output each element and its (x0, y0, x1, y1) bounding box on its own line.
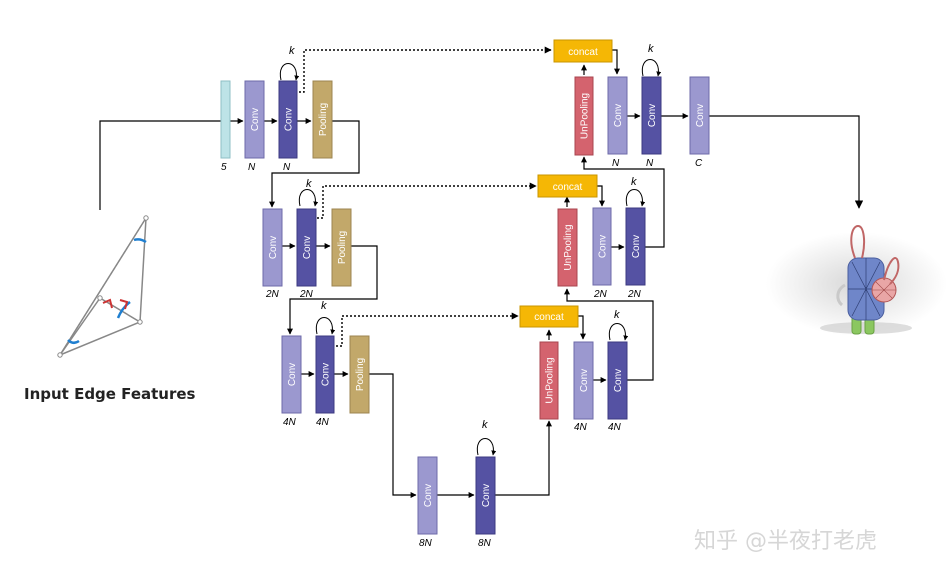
conv-block (607, 76, 628, 155)
conv-block (244, 80, 265, 159)
pooling-block (349, 335, 370, 414)
concat-block (537, 174, 598, 198)
conv-label: Conv (613, 369, 624, 392)
conv-label: Conv (268, 236, 279, 259)
conv-label: Conv (284, 108, 295, 131)
connections (230, 49, 864, 498)
conv-block (278, 80, 298, 159)
dim-label: 2N (299, 289, 314, 300)
segmented-mesh-render (766, 224, 947, 336)
unpooling-block (539, 341, 559, 420)
concat-label: concat (534, 312, 564, 323)
watermark: 知乎 @半夜打老虎 (694, 529, 877, 554)
unpooling-label: UnPooling (580, 93, 591, 139)
dim-label: 2N (265, 289, 280, 300)
conv-block (262, 208, 283, 287)
dim-label: 4N (608, 422, 622, 433)
unpooling-block (557, 208, 578, 287)
conv-block (315, 335, 335, 414)
conv-block (281, 335, 302, 414)
dim-label: 4N (574, 422, 588, 433)
conv-label: Conv (695, 104, 706, 127)
dim-label: 4N (283, 417, 297, 428)
unpooling-block (574, 76, 594, 156)
k-label: k (306, 178, 312, 190)
conv-label: Conv (481, 484, 492, 507)
conv-label: Conv (647, 104, 658, 127)
conv-block (475, 456, 496, 535)
pooling-label: Pooling (337, 231, 348, 264)
conv-label: Conv (598, 235, 609, 258)
input-feature-block (220, 80, 231, 159)
k-label: k (631, 176, 637, 188)
concat-block (519, 305, 579, 328)
concat-label: concat (568, 47, 598, 58)
conv-label: Conv (631, 235, 642, 258)
k-label: k (321, 300, 327, 312)
dim-label: 8N (419, 538, 433, 549)
dim-label: 8N (478, 538, 492, 549)
concat-label: concat (553, 182, 583, 193)
k-label: k (289, 45, 295, 57)
conv-block (573, 341, 594, 420)
pooling-label: Pooling (355, 358, 366, 391)
conv-block (607, 341, 628, 420)
dim-label: 2N (627, 289, 642, 300)
k-label: k (648, 43, 654, 55)
conv-label: Conv (579, 369, 590, 392)
k-label: k (614, 309, 620, 321)
input-edge-figure (57, 215, 149, 358)
unpooling-label: UnPooling (563, 224, 574, 270)
input-arrow (99, 116, 229, 210)
conv-block (625, 207, 646, 286)
skip-connections (299, 46, 552, 347)
conv-label: Conv (321, 363, 332, 386)
unpooling-label: UnPooling (545, 357, 556, 403)
conv-block (641, 76, 662, 155)
conv-label: Conv (302, 236, 313, 259)
conv-block (592, 207, 612, 286)
conv-block (417, 456, 438, 535)
k-label: k (482, 419, 488, 431)
conv-label: Conv (287, 363, 298, 386)
figure-title: Input Edge Features (24, 385, 196, 403)
conv-label: Conv (250, 108, 261, 131)
conv-block (296, 208, 317, 287)
conv-label: Conv (613, 104, 624, 127)
dim-label: N (612, 158, 620, 169)
dim-label: N (283, 162, 291, 173)
dim-label: N (646, 158, 654, 169)
k-loops (279, 59, 662, 456)
dim-label: 4N (316, 417, 330, 428)
conv-label: Conv (423, 484, 434, 507)
pooling-block (331, 208, 352, 287)
pooling-label: Pooling (318, 103, 329, 136)
dim-label: N (248, 162, 256, 173)
output-conv-block (689, 76, 710, 155)
dim-label: C (695, 158, 703, 169)
dim-label: 2N (593, 289, 608, 300)
concat-block (553, 39, 613, 63)
dim-label: 5 (221, 162, 227, 173)
pooling-block (312, 80, 333, 159)
